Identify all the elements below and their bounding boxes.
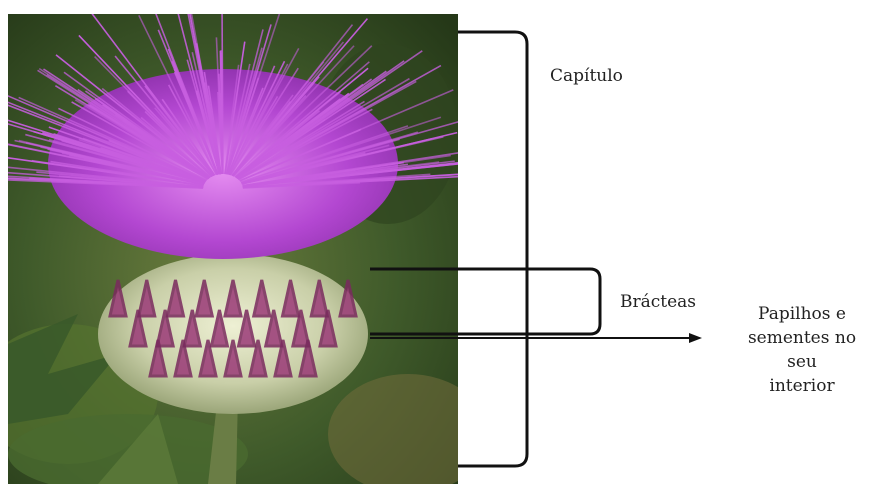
bracteas-bracket [370, 269, 600, 334]
label-papilhos-line2: sementes no seu [732, 326, 872, 374]
capitulo-bracket [458, 32, 527, 466]
label-bracteas: Brácteas [620, 290, 696, 314]
label-capitulo: Capítulo [550, 64, 623, 88]
label-papilhos-line3: interior [732, 374, 872, 398]
label-papilhos: Papilhos e sementes no seu interior [732, 302, 872, 398]
label-papilhos-line1: Papilhos e [732, 302, 872, 326]
arrow-head-icon [689, 333, 702, 343]
